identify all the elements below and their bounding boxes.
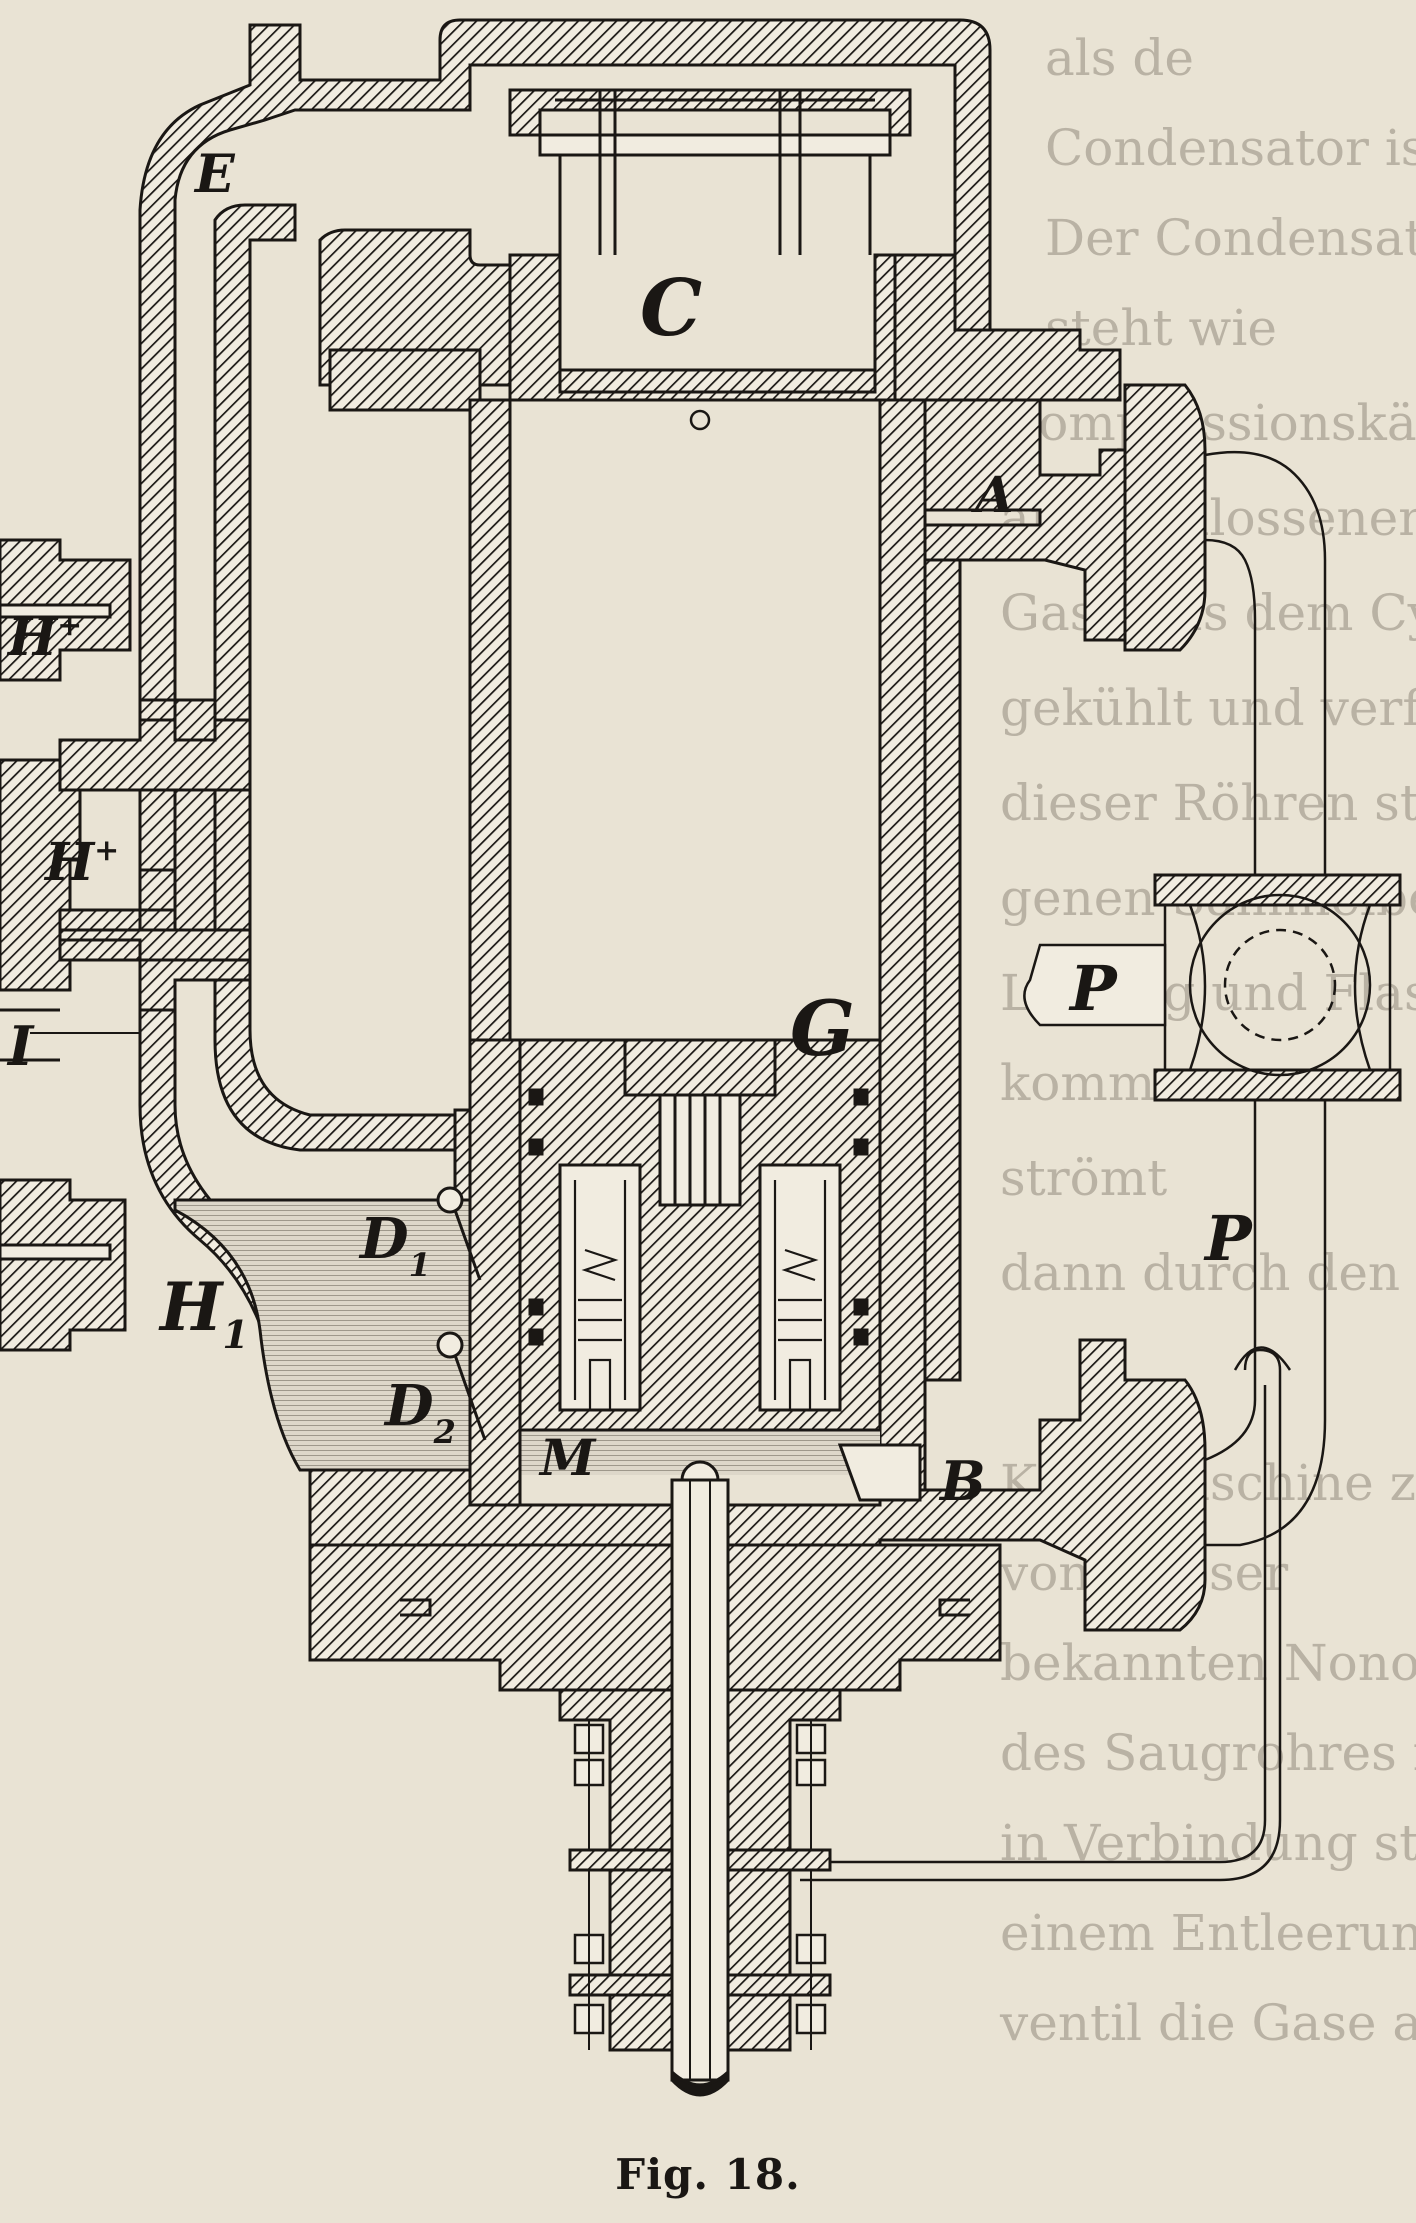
background-show-through-text: als de Condensator ist. Der Condensat st… [999,29,1416,2052]
label-D1: D1 [358,1206,431,1284]
stuffing-box [558,1478,842,2097]
figure-labels: C A E G P P H+ H+ I H1 D1 D2 M B [6,144,1254,1513]
ghost-line: dieser Röhren strömen die [1000,774,1416,832]
ghost-line: ventil die Gase anzusaugen und [999,1994,1416,2052]
tee-connections [58,718,252,1012]
ghost-line: bekannten Nonos. Es ist [1000,1634,1416,1692]
label-M: M [538,1428,597,1487]
label-D2: D2 [383,1373,456,1451]
label-P-upper: P [1068,952,1119,1025]
label-I: I [6,1014,35,1078]
ghost-line: einem Entleerungsapparat bei [1000,1904,1416,1962]
label-G: G [790,984,855,1073]
ghost-line: strömt [1000,1149,1167,1207]
pipe-P [800,450,1402,1882]
ghost-line: als de [1045,29,1194,87]
lower-body [173,1038,1207,1692]
ghost-line: Gase aus dem Cylinder B [1000,584,1416,642]
label-H1: H1 [158,1268,249,1357]
ghost-line: steht wie [1045,299,1277,357]
label-A: A [971,465,1014,524]
ghost-line: Condensator ist. [1045,119,1416,177]
label-H-plus-middle: H+ [43,832,119,893]
label-E: E [193,144,236,205]
ghost-line: dann durch den Ö [1000,1243,1416,1302]
label-H-plus-upper: H+ [6,607,82,668]
label-C: C [640,263,702,354]
ghost-line: Der Condensat [1045,209,1416,267]
ghost-line: in Verbindung steht. Dieses Rohr [1000,1814,1416,1872]
ghost-line: gekühlt und verflüssigt [1000,679,1416,737]
ghost-line: Compressionskältemaschine [1000,394,1416,452]
label-P-lower: P [1203,1202,1254,1275]
ghost-line: des Saugrohres mit einem Rohr [1000,1724,1416,1782]
figure-caption: Fig. 18. [615,2150,801,2199]
label-B: B [938,1449,986,1513]
